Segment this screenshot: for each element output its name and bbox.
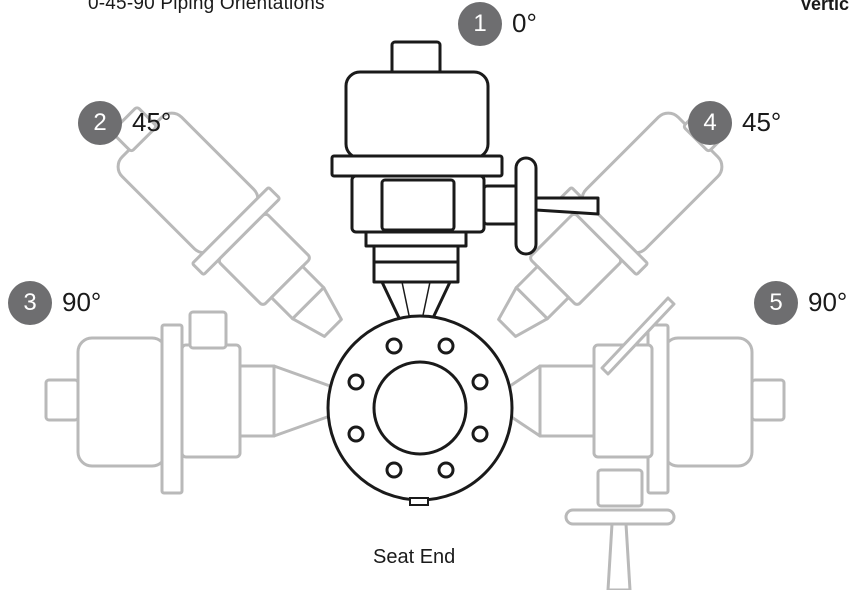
- orientation-3-angle: 90°: [62, 287, 102, 317]
- orientation-1-badge: 1: [458, 2, 502, 46]
- bolt-holes: [347, 337, 489, 479]
- flange: [326, 314, 514, 506]
- corner-text: Vertic: [800, 0, 850, 14]
- orientation-3-badge: 3: [8, 281, 52, 325]
- actuator-90-right: [508, 296, 786, 590]
- orientation-5-badge: 5: [754, 281, 798, 325]
- orientation-5-angle: 90°: [808, 287, 848, 317]
- actuator-45-left: [111, 106, 343, 338]
- actuator-0-main: [330, 40, 600, 322]
- orientation-1-angle: 0°: [512, 8, 537, 38]
- seat-end-label: Seat End: [373, 546, 456, 568]
- diagram-title: 0-45-90 Piping Orientations: [88, 0, 325, 14]
- actuator-90-left: [44, 310, 332, 495]
- orientation-4-angle: 45°: [742, 107, 782, 137]
- orientation-2-badge: 2: [78, 101, 122, 145]
- orientation-4-badge: 4: [688, 101, 732, 145]
- orientation-2-angle: 45°: [132, 107, 172, 137]
